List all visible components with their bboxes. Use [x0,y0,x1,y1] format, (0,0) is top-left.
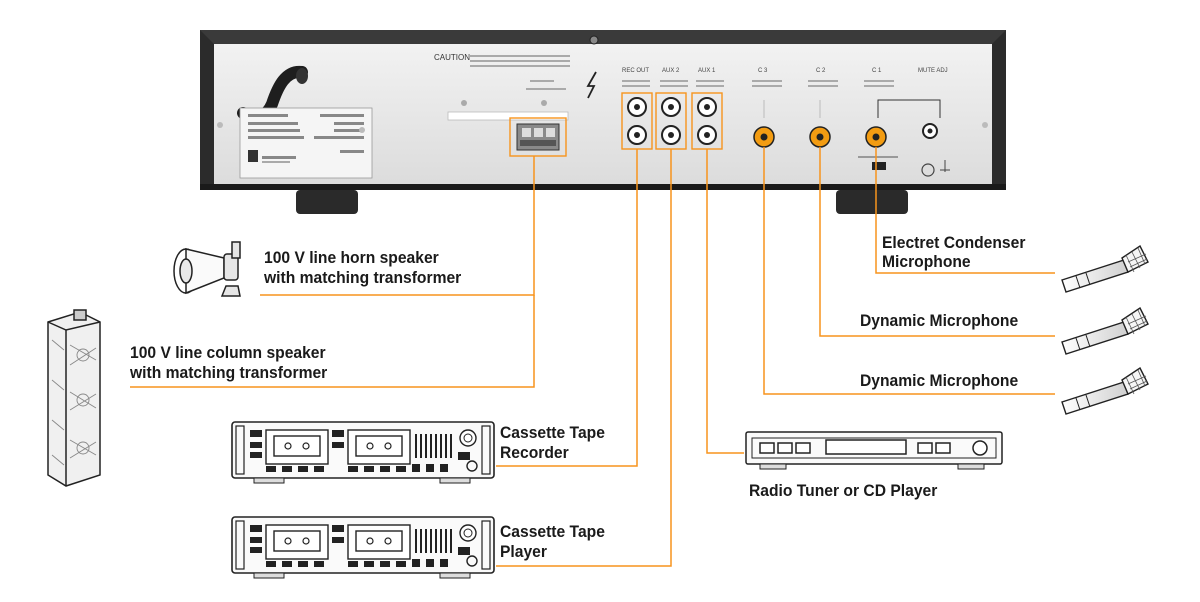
horn-speaker-label-line2: with matching transformer [264,268,462,287]
column-speaker-label-line2: with matching transformer [130,363,328,382]
electret-mic-label-line2: Microphone [882,252,971,271]
aux-2-jacks [655,92,687,150]
electret-mic-label-line1: Electret Condenser [882,233,1026,252]
radio-tuner-label: Radio Tuner or CD Player [749,481,938,500]
label-c2: C 2 [816,68,826,74]
mic-jack-c3 [753,100,775,148]
cassette-recorder-label-line1: Cassette Tape [500,423,605,442]
microphone-icon [1061,245,1149,293]
label-c3: C 3 [758,68,768,74]
column-speaker-label-line1: 100 V line column speaker [130,343,326,362]
cassette-deck-icon [231,516,495,579]
horn-speaker-icon [173,241,241,297]
label-aux-2: AUX 2 [662,68,680,74]
label-c1: C 1 [872,68,882,74]
column-speaker-icon [47,309,101,487]
label-mute-adj: MUTE ADJ [918,68,948,74]
label-aux-1: AUX 1 [698,68,716,74]
caution-text: CAUTION [434,53,470,62]
tuner-icon [745,431,1003,470]
cassette-player-label-line2: Player [500,542,547,561]
cassette-player-label-line1: Cassette Tape [500,522,605,541]
amplifier-rear-panel: CAUTION REC OUT AUX 2 AUX 1 C 3 C 2 C 1 … [200,30,1006,214]
connection-lines [130,147,1055,567]
cassette-deck-icon [231,421,495,484]
label-rec-out: REC OUT [622,68,649,74]
mic-jack-c1 [865,99,941,148]
horn-speaker-label-line1: 100 V line horn speaker [264,248,439,267]
microphone-icon [1061,307,1149,355]
cassette-recorder-label-line2: Recorder [500,443,569,462]
microphone-icon [1061,367,1149,415]
rec-out-jacks [621,92,653,150]
aux-1-jacks [691,92,723,150]
dynamic-mic-label-2: Dynamic Microphone [860,371,1019,390]
dynamic-mic-label-1: Dynamic Microphone [860,311,1019,330]
